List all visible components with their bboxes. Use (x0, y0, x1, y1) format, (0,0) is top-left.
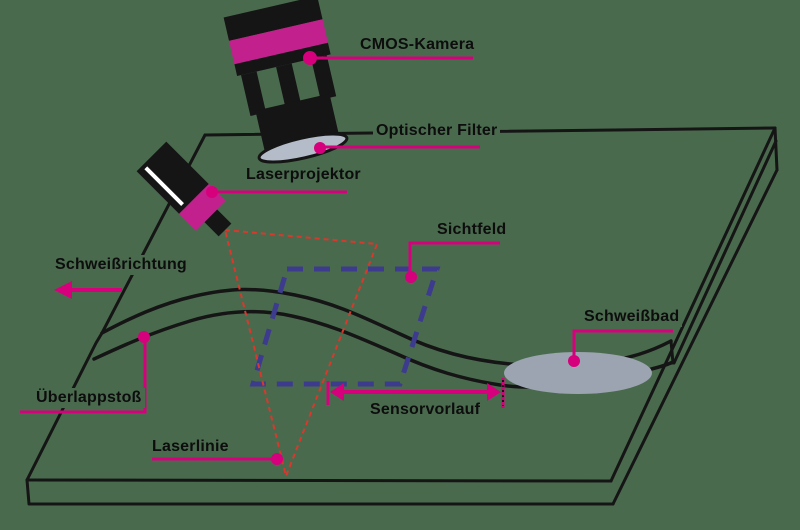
sensor-lead-arrowhead-right (487, 383, 501, 401)
plate-right-edge (609, 126, 777, 483)
optical-filter-glass (257, 132, 349, 164)
dot-joint (138, 331, 150, 343)
label-optischer-filter: Optischer Filter (373, 121, 501, 141)
laser-beam-fan (223, 228, 379, 480)
dot-pool (568, 355, 580, 367)
label-schweissrichtung: Schweißrichtung (52, 255, 190, 275)
plate-front-edge (25, 478, 613, 483)
camera-fin-right (311, 55, 337, 100)
annotations (20, 56, 673, 461)
projector-highlight (144, 166, 184, 206)
annotation-arrowheads (54, 281, 501, 401)
camera-top-cap (223, 0, 323, 41)
dot-cmos (303, 51, 317, 65)
dot-filter (314, 142, 326, 154)
label-laserprojektor: Laserprojektor (243, 165, 364, 185)
label-sichtfeld: Sichtfeld (434, 220, 510, 240)
plate-corner-edge (773, 126, 779, 172)
field-of-view-rect (249, 266, 441, 387)
camera-body (234, 42, 331, 76)
leader-joint (20, 341, 147, 414)
camera-fin-middle (276, 63, 302, 108)
camera-accent-stripe (229, 19, 328, 65)
dot-projector (206, 186, 218, 198)
dot-fov (405, 271, 417, 283)
weld-direction-arrowhead (54, 281, 72, 299)
cmos-camera (223, 0, 349, 164)
annotation-dots (138, 51, 580, 465)
sensor-lead-arrowhead-left (330, 383, 344, 401)
plate-step-right (669, 339, 675, 365)
leader-fov (408, 241, 500, 274)
label-laserlinie: Laserlinie (149, 437, 232, 457)
label-cmos-kamera: CMOS-Kamera (357, 35, 478, 55)
label-ueberlappstoss: Überlappstoß (33, 388, 145, 408)
plate-side-bottom-edge (611, 168, 779, 506)
label-schweissbad: Schweißbad (581, 307, 683, 327)
dot-laserline (271, 453, 283, 465)
plate-sheet-separation (672, 139, 778, 365)
leader-pool (572, 329, 673, 360)
workpiece-plate (25, 126, 779, 506)
label-sensorvorlauf: Sensorvorlauf (367, 400, 484, 420)
plate-front-face (25, 478, 615, 506)
projector-body (136, 141, 209, 214)
weld-pool (504, 352, 652, 394)
camera-fin-left (241, 71, 267, 116)
